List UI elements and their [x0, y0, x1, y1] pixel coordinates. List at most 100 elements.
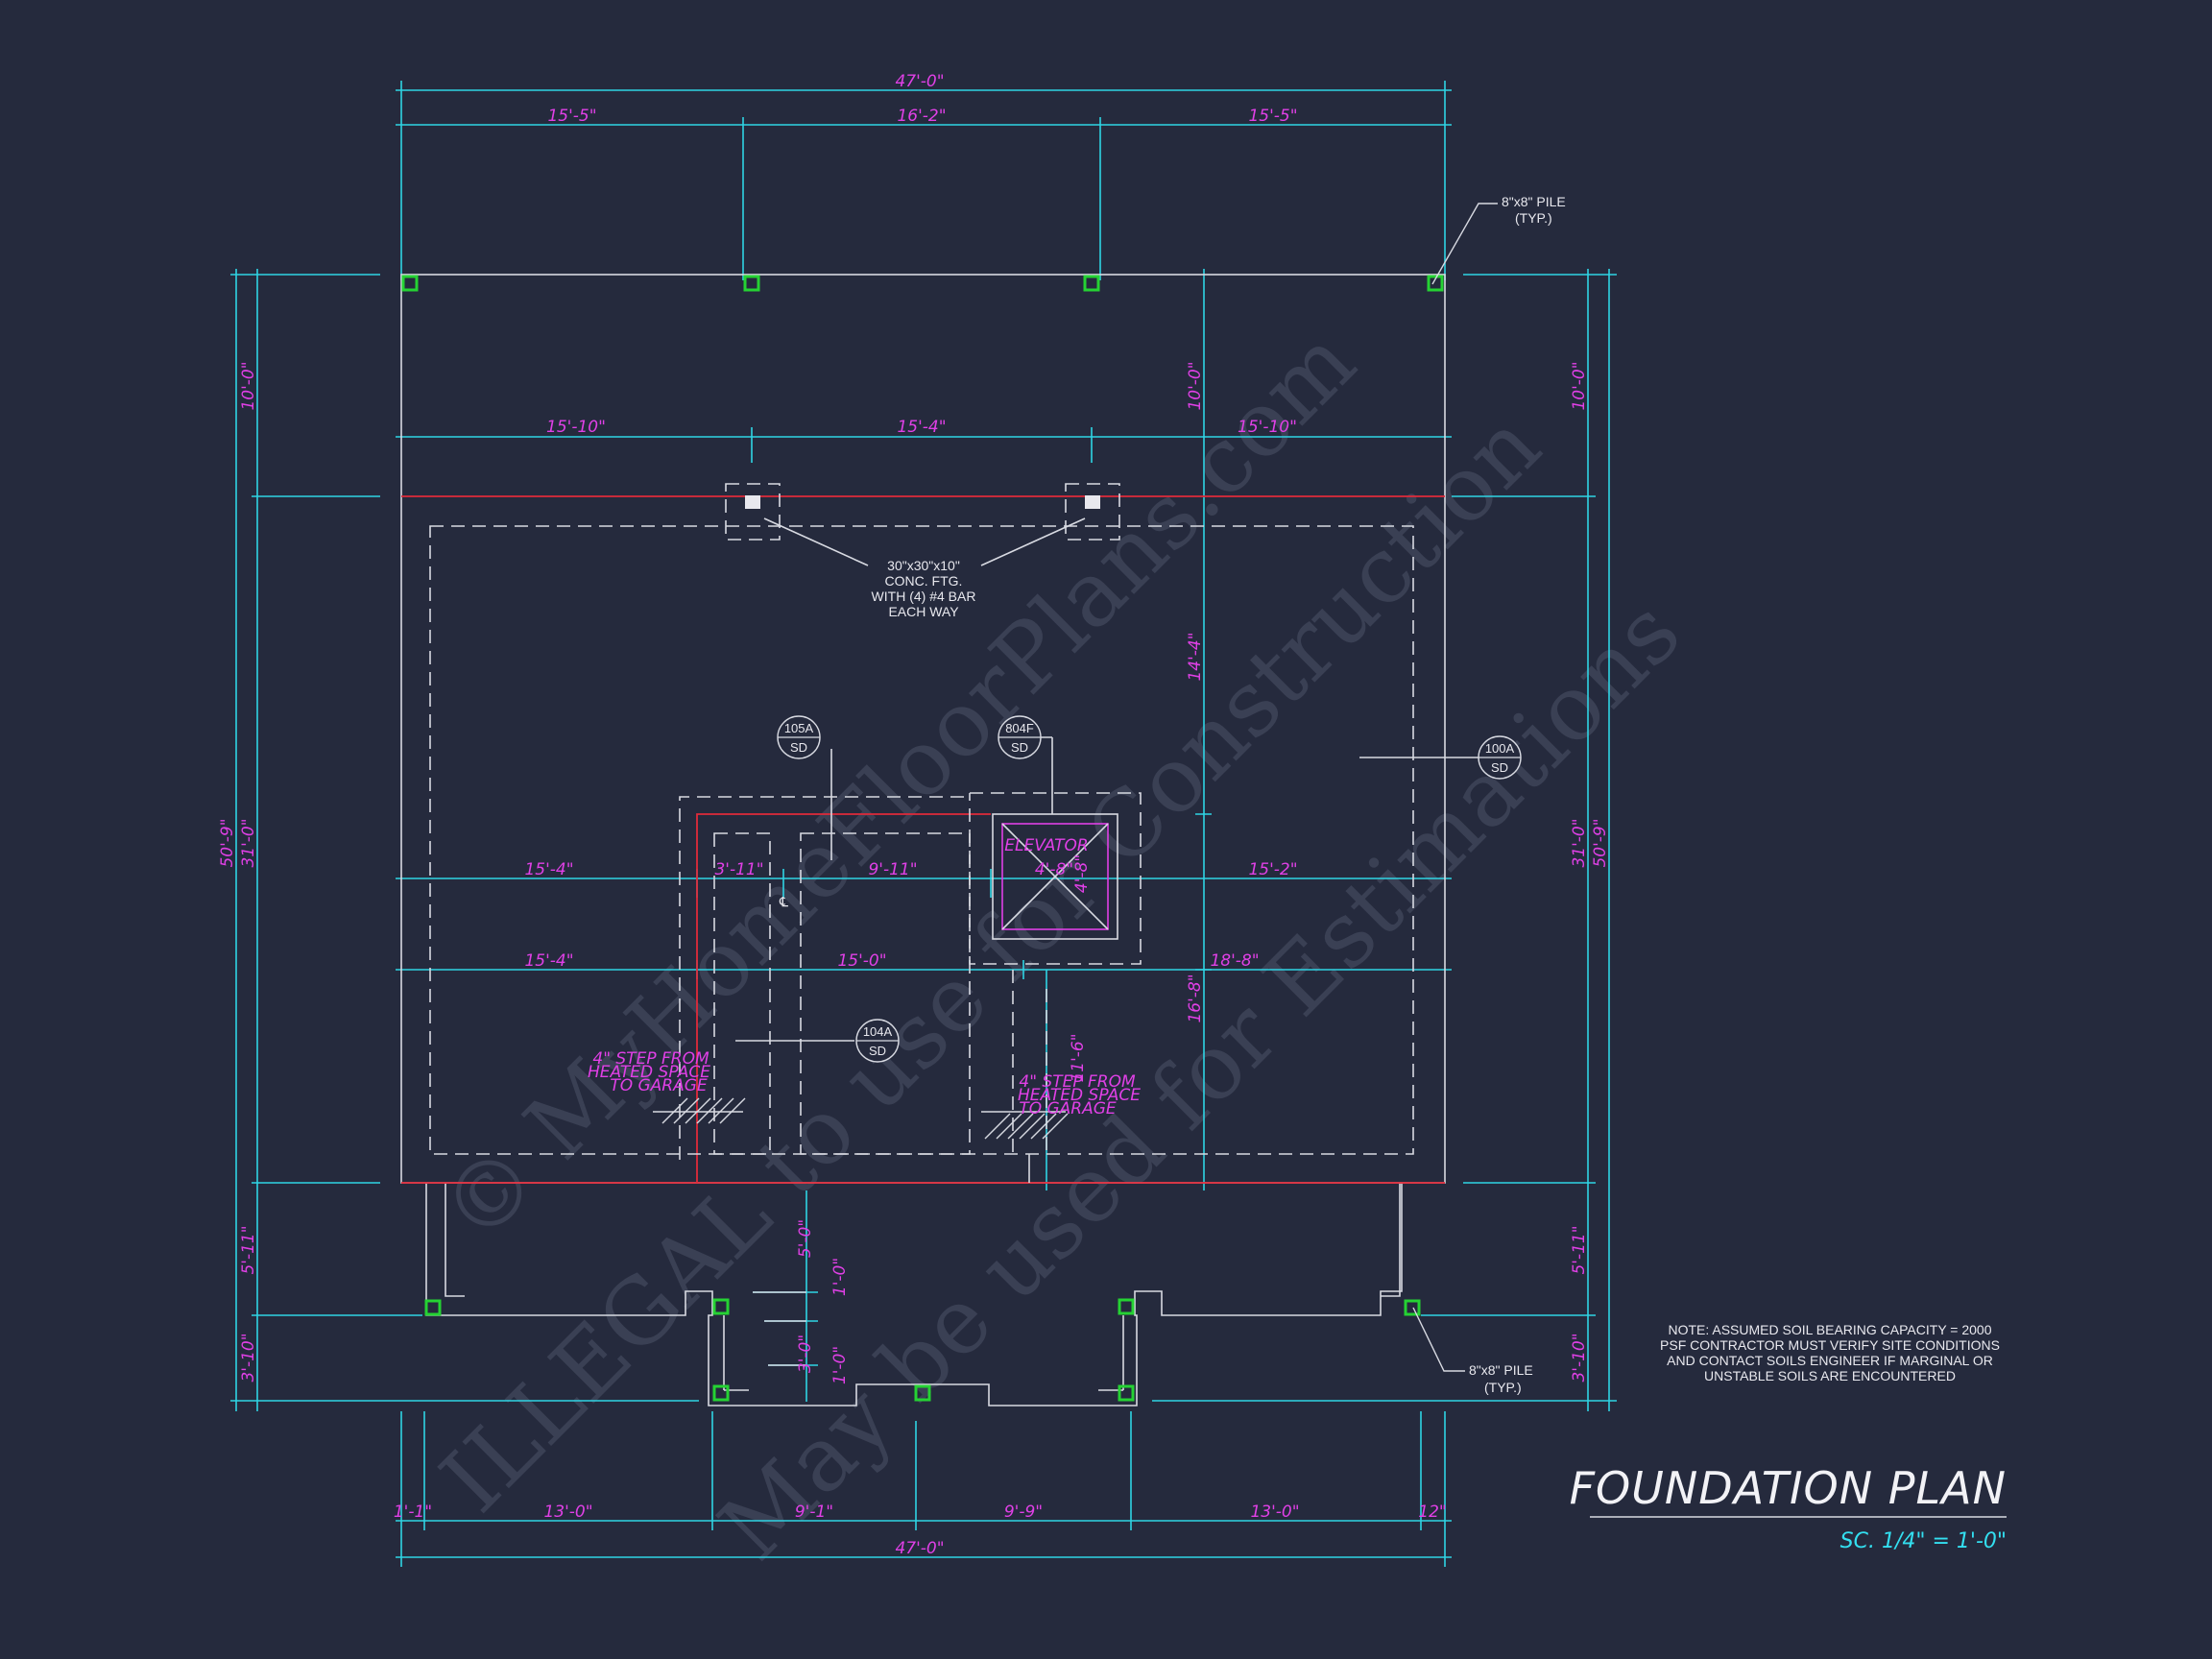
general-note: NOTE: ASSUMED SOIL BEARING CAPACITY = 20…: [1660, 1322, 2000, 1383]
dim-right-5: 5'-11": [1570, 1225, 1589, 1274]
pile: [1083, 275, 1100, 292]
pile: [424, 1299, 442, 1316]
section-tag-top: 100A: [1485, 741, 1515, 756]
footing-pad-right: [1085, 495, 1100, 509]
dim-row2-3: 15'-10": [1238, 418, 1297, 437]
dim-row3-4: 15'-2": [1248, 860, 1297, 879]
dim-row2-1: 15'-10": [546, 418, 606, 437]
section-tag-top: 804F: [1005, 721, 1034, 735]
dim-v-1b: 1'-0": [830, 1346, 850, 1384]
interior-lines: [735, 736, 1479, 1183]
elevator-label: ELEVATOR: [1004, 836, 1088, 855]
footing-pad-left: [745, 495, 760, 509]
drawing-title: FOUNDATION PLAN: [1570, 1462, 2007, 1514]
dim-bot-1: 1'-1": [394, 1503, 432, 1522]
dim-row4-2: 15'-0": [837, 951, 886, 971]
dim-v-11: 11'-6": [1069, 1033, 1088, 1082]
title-block: FOUNDATION PLAN SC. 1/4" = 1'-0": [1570, 1462, 2007, 1553]
slab-edge-lines: [401, 495, 1445, 1184]
dim-row2-2: 15'-4": [897, 418, 946, 437]
step-left-line-3: TO GARAGE: [610, 1076, 708, 1095]
dim-left-total: 50'-9": [218, 818, 237, 867]
pile: [712, 1298, 730, 1315]
dim-row4-3: 18'-8": [1210, 951, 1259, 971]
dimension-lines: [230, 81, 1617, 1567]
section-tags: 105A SD 804F SD 100A SD 104A SD: [777, 715, 1522, 1063]
dim-top-1: 15'-5": [547, 107, 596, 126]
dim-left-3: 3'-10": [239, 1333, 258, 1382]
centerline-mark: ℄: [779, 894, 788, 909]
footing-note-3: WITH (4) #4 BAR: [872, 589, 976, 604]
dim-right-31: 31'-0": [1570, 818, 1589, 867]
step-right-line-2: HEATED SPACE: [1018, 1086, 1141, 1105]
footing-pads: [745, 495, 1100, 566]
dim-mid-16: 16'-8": [1186, 974, 1205, 1022]
footing-note-1: 30"x30"x10": [887, 558, 960, 573]
footing-dashed-lines: [429, 483, 1414, 1160]
pile: [401, 275, 419, 292]
dim-v-5: 5'-0": [796, 1219, 815, 1258]
dim-right-10: 10'-0": [1570, 361, 1589, 410]
dim-bot-2: 13'-0": [543, 1503, 592, 1522]
dim-left-10: 10'-0": [239, 361, 258, 410]
plan-labels: 8"x8" PILE (TYP.) 8"x8" PILE (TYP.) 30"x…: [588, 194, 1566, 1395]
section-tag: 105A SD: [777, 715, 821, 759]
dim-row3-1: 15'-4": [524, 860, 573, 879]
step-left-line-1: 4" STEP FROM: [592, 1049, 709, 1069]
note-line-1: NOTE: ASSUMED SOIL BEARING CAPACITY = 20…: [1668, 1322, 1991, 1337]
dim-top-3: 15'-5": [1248, 107, 1297, 126]
section-tag: 804F SD: [998, 715, 1042, 759]
step-hatches: [653, 1097, 1069, 1140]
pile: [1118, 1298, 1135, 1315]
note-line-2: PSF CONTRACTOR MUST VERIFY SITE CONDITIO…: [1660, 1337, 2000, 1353]
footing-note-4: EACH WAY: [888, 604, 959, 619]
pile: [1427, 275, 1444, 292]
dim-v-1a: 1'-0": [830, 1258, 850, 1296]
dim-top-total: 47'-0": [895, 72, 944, 91]
dim-elev-h: 4'-8": [1072, 854, 1092, 893]
dim-left-5: 5'-11": [239, 1225, 258, 1274]
pile-label-top-2: (TYP.): [1515, 210, 1552, 226]
dim-mid-10: 10'-0": [1186, 361, 1205, 410]
step-left-line-2: HEATED SPACE: [588, 1063, 710, 1082]
pile: [1118, 1384, 1135, 1402]
dim-mid-14: 14'-4": [1186, 632, 1205, 681]
dim-left-31: 31'-0": [239, 818, 258, 867]
dim-bot-3: 9'-1": [795, 1503, 833, 1522]
dim-right-3: 3'-10": [1570, 1333, 1589, 1382]
drawing-scale: SC. 1/4" = 1'-0": [1840, 1529, 2007, 1553]
footing-note-2: CONC. FTG.: [885, 573, 963, 589]
pile: [1404, 1299, 1421, 1316]
piles: [401, 275, 1444, 1402]
pile: [712, 1384, 730, 1402]
leaders: [1412, 203, 1498, 1372]
dimension-text: 47'-0" 15'-5" 16'-2" 15'-5" 15'-10" 15'-…: [218, 72, 1610, 1558]
dim-elev-w: 4'-8": [1035, 860, 1073, 879]
section-tag-top: 104A: [863, 1024, 893, 1039]
dim-v-3: 3'-0": [796, 1334, 815, 1373]
section-tag: 100A SD: [1478, 735, 1522, 780]
dim-row4-1: 15'-4": [524, 951, 573, 971]
dim-right-total: 50'-9": [1591, 818, 1610, 867]
note-line-3: AND CONTACT SOILS ENGINEER IF MARGINAL O…: [1667, 1353, 1993, 1368]
section-tag: 104A SD: [855, 1019, 900, 1063]
pile: [743, 275, 760, 292]
pile: [914, 1384, 931, 1402]
dim-row3-3: 9'-11": [868, 860, 917, 879]
dim-row3-2: 3'-11": [714, 860, 763, 879]
section-tag-bottom: SD: [790, 740, 807, 755]
note-line-4: UNSTABLE SOILS ARE ENCOUNTERED: [1704, 1368, 1956, 1383]
step-right-line-3: TO GARAGE: [1019, 1099, 1117, 1118]
dim-bot-4: 9'-9": [1004, 1503, 1043, 1522]
pile-label-bot-1: 8"x8" PILE: [1469, 1362, 1533, 1378]
dim-bot-5: 13'-0": [1250, 1503, 1299, 1522]
section-tag-top: 105A: [784, 721, 814, 735]
pile-label-top-1: 8"x8" PILE: [1502, 194, 1566, 209]
section-tag-bottom: SD: [1491, 760, 1508, 775]
section-tag-bottom: SD: [869, 1044, 886, 1058]
dim-bot-total: 47'-0": [895, 1539, 944, 1558]
dim-bot-6: 12": [1418, 1503, 1446, 1522]
step-right-line-1: 4" STEP FROM: [1019, 1072, 1136, 1092]
dim-top-2: 16'-2": [897, 107, 946, 126]
